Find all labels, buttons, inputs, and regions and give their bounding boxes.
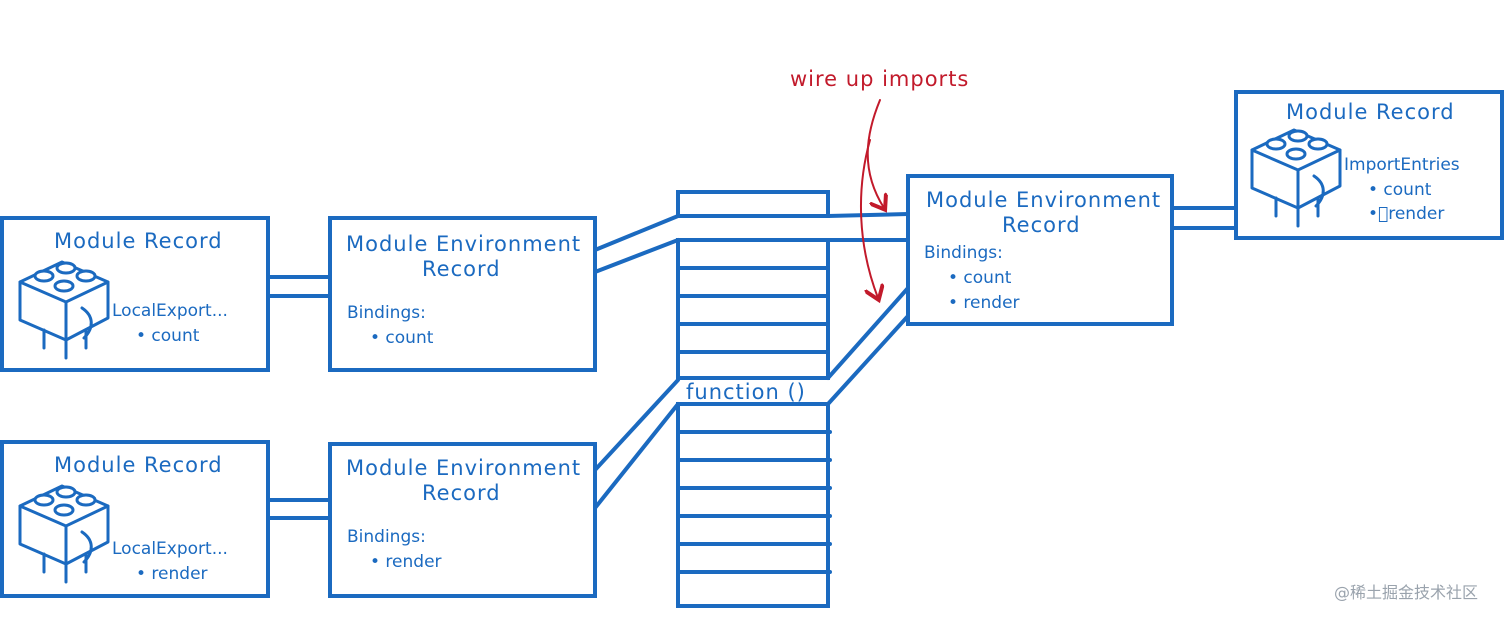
env-record-title: Module Environment: [926, 188, 1161, 212]
import-item-render: •render: [1368, 204, 1444, 224]
wire-up-imports-annotation: wire up imports: [790, 67, 969, 298]
binding-item-render: • render: [948, 293, 1020, 313]
local-export-label: LocalExport...: [112, 301, 228, 321]
module-environment-record-render: Module Environment Record Bindings: • re…: [328, 442, 597, 598]
module-record-title: Module Record: [1286, 100, 1455, 124]
function-label: function (): [686, 380, 806, 404]
module-record-main: Module Record ImportEntries • count •re…: [1234, 90, 1504, 240]
annotation-text: wire up imports: [790, 67, 969, 91]
module-environment-record-main: Module Environment Record Bindings: • co…: [906, 174, 1174, 326]
env-record-title: Module Environment: [346, 456, 581, 480]
binding-item-count: • count: [370, 328, 434, 348]
bindings-label: Bindings:: [347, 303, 426, 323]
module-environment-record-count: Module Environment Record Bindings: • co…: [328, 216, 597, 372]
import-entries-label: ImportEntries: [1344, 155, 1460, 175]
local-export-label: LocalExport...: [112, 539, 228, 559]
env-record-title-line2: Record: [1002, 213, 1081, 237]
binding-item-count: • count: [948, 268, 1012, 288]
module-record-title: Module Record: [54, 453, 223, 477]
module-record-render: Module Record LocalExport... • render: [0, 440, 270, 598]
module-record-title: Module Record: [54, 229, 223, 253]
bindings-label: Bindings:: [924, 243, 1003, 263]
bindings-label: Bindings:: [347, 527, 426, 547]
export-item-render: • render: [136, 564, 208, 584]
env-record-title: Module Environment: [346, 232, 581, 256]
env-record-title-line2: Record: [422, 481, 501, 505]
connectors: [266, 206, 1238, 520]
binding-item-render: • render: [370, 552, 442, 572]
memory-column: function (): [676, 190, 832, 608]
watermark: @稀土掘金技术社区: [1334, 583, 1478, 602]
export-item-count: • count: [136, 326, 200, 346]
arrow-to-render: [860, 139, 878, 298]
import-item-count: • count: [1368, 180, 1432, 200]
env-record-title-line2: Record: [422, 257, 501, 281]
module-record-count: Module Record LocalExport... • count: [0, 216, 270, 372]
arrow-to-count: [866, 99, 884, 208]
